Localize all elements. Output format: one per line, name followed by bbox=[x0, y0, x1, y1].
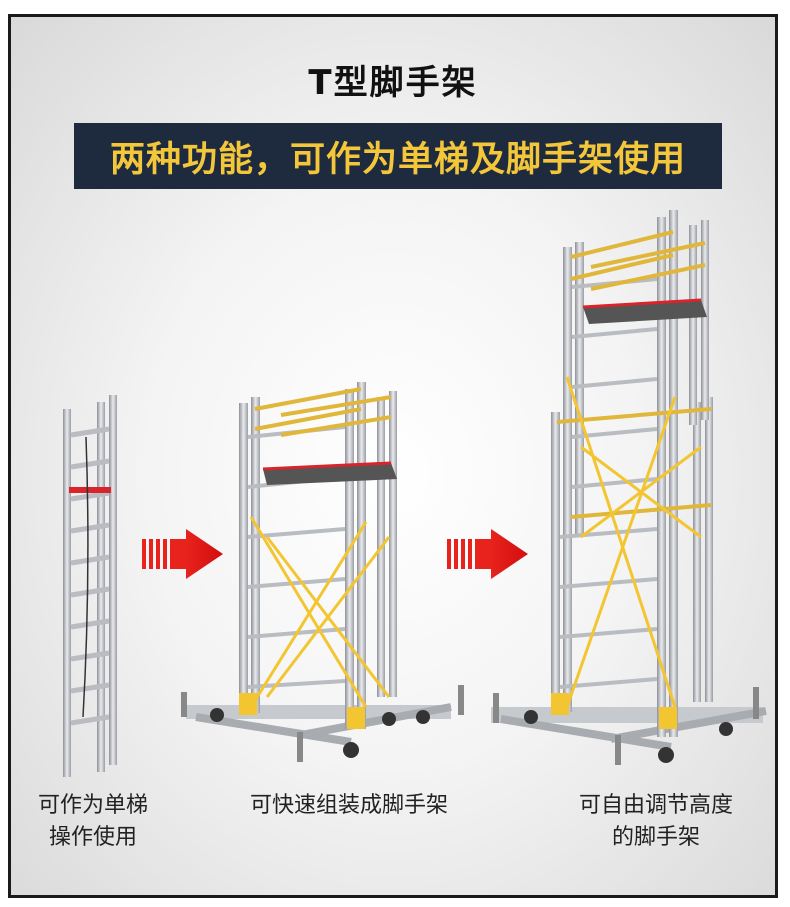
product-illustration bbox=[63, 210, 767, 777]
caption-single-ladder: 可作为单梯 操作使用 bbox=[33, 790, 153, 854]
scaffold-short-image bbox=[181, 382, 464, 762]
subtitle-text: 两种功能，可作为单梯及脚手架使用 bbox=[109, 139, 686, 180]
subtitle-banner: 两种功能，可作为单梯及脚手架使用 bbox=[74, 123, 722, 189]
caption-single-ladder-line-1: 可作为单梯 bbox=[37, 793, 148, 818]
page-title: T型脚手架 bbox=[308, 63, 478, 103]
caption-adjustable: 可自由调节高度 的脚手架 bbox=[556, 790, 756, 854]
right-arrow-icon bbox=[142, 529, 223, 579]
right-arrow-icon bbox=[447, 529, 528, 579]
product-panel: T型脚手架 两种功能，可作为单梯及脚手架使用 bbox=[8, 14, 778, 898]
caption-quick-assembly: 可快速组装成脚手架 bbox=[249, 793, 448, 818]
caption-single-ladder-line-2: 操作使用 bbox=[48, 825, 137, 850]
caption-adjustable-line-2: 的脚手架 bbox=[611, 825, 700, 850]
caption-adjustable-line-1: 可自由调节高度 bbox=[578, 793, 733, 818]
single-ladder-image bbox=[63, 395, 117, 777]
scaffold-tall-image bbox=[491, 210, 767, 765]
